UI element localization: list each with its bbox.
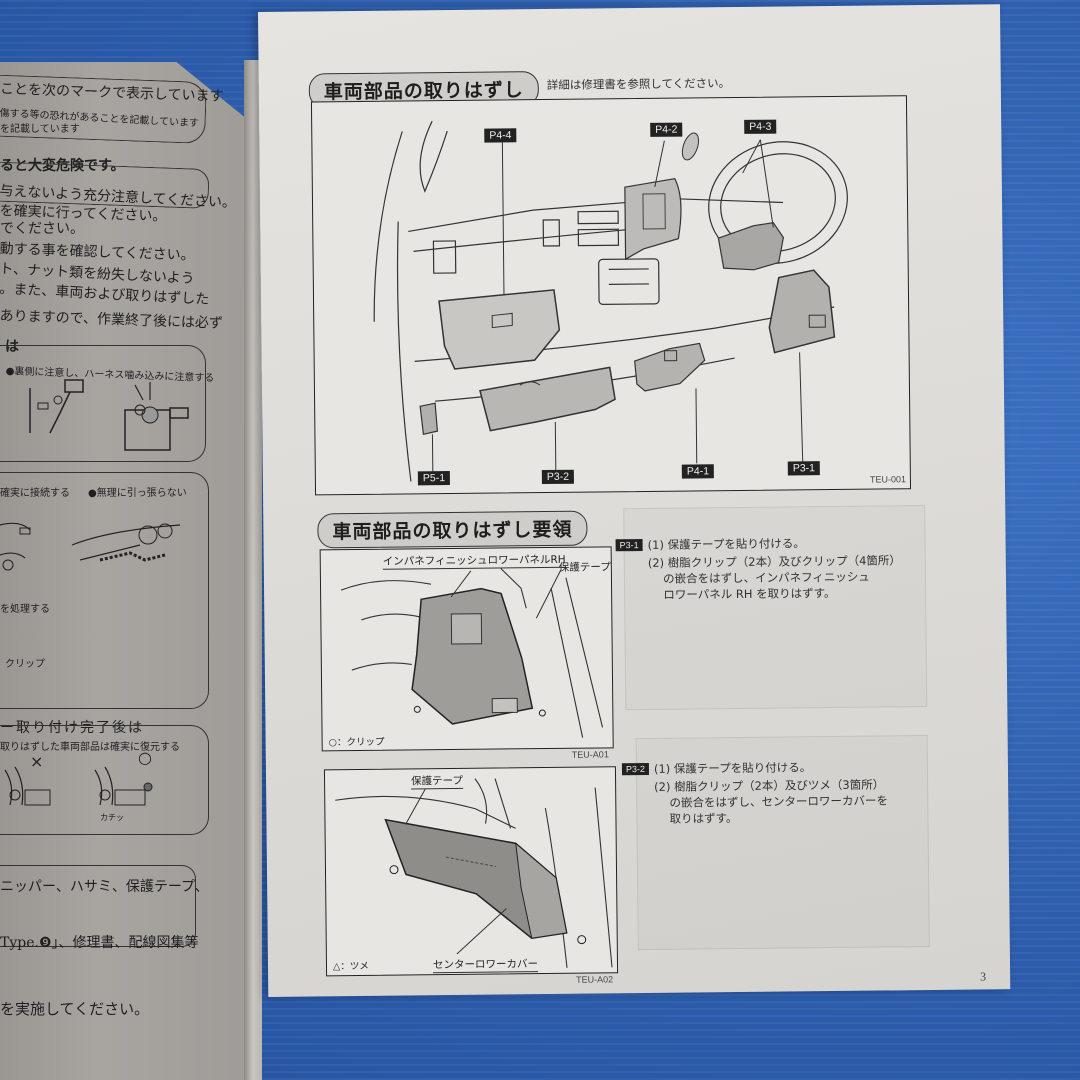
section-title-procedure: 車両部品の取りはずし要領 bbox=[317, 510, 588, 549]
correct-mark: ○ bbox=[138, 748, 152, 767]
click-sound-label: カチッ bbox=[100, 813, 124, 822]
lower-panel-rh-diagram bbox=[340, 568, 604, 738]
tag-p3-1: P3-1 bbox=[787, 461, 821, 476]
claw-legend: △：ツメ bbox=[332, 960, 369, 973]
tools-box bbox=[0, 865, 196, 947]
completion-item-1: 取りはずした車両部品は確実に復元する bbox=[0, 742, 180, 753]
tools-line-1: ニッパー、ハサミ、保護テープ、 bbox=[0, 879, 209, 895]
tag-p5-1: P5-1 bbox=[417, 471, 451, 486]
pull-sketch-icon bbox=[71, 523, 181, 562]
tape-label: 保護テープ bbox=[558, 561, 611, 574]
restore-good-sketch-icon bbox=[94, 766, 153, 806]
connect-item-1: 確実に接続する bbox=[0, 488, 70, 499]
danger-heading: ると大変危険です。 bbox=[0, 158, 125, 174]
connect-item-4: クリップ bbox=[5, 659, 45, 670]
part-label-center-lower-cover: センターロワーカバー bbox=[432, 956, 539, 974]
dashboard-exploded-diagram bbox=[373, 120, 848, 482]
center-lower-cover-diagram bbox=[335, 778, 613, 968]
incorrect-mark: × bbox=[30, 752, 44, 771]
connector-sketch-icon bbox=[29, 379, 84, 434]
connect-box bbox=[0, 472, 209, 709]
book-spine bbox=[244, 60, 262, 1080]
tag-p4-4: P4-4 bbox=[484, 128, 517, 143]
left-page-content: ことを次のマークで表示しています 傷する等の恐れがあることを記載しています を記… bbox=[0, 0, 250, 1080]
completion-box bbox=[0, 725, 209, 835]
tools-line-2: Type.❾」、修理書、配線図集等 bbox=[0, 935, 199, 951]
harness-sketch-icon bbox=[124, 382, 189, 451]
tag-p3-2: P3-2 bbox=[541, 469, 575, 485]
show-through-figure bbox=[623, 505, 928, 711]
figure-id-a02: TEU-A02 bbox=[576, 974, 614, 985]
figure-id: TEU-001 bbox=[869, 474, 906, 485]
clip-legend: ○：クリップ bbox=[328, 736, 385, 749]
completion-box-title: ー取り付け完了後は bbox=[0, 720, 144, 736]
caution-box bbox=[0, 345, 206, 462]
overview-figure: P4-4 P4-2 P4-3 P5-1 P3-2 P4-1 P3-1 TEU-0… bbox=[310, 95, 912, 496]
step-figure-p3-2: 保護テープ センターロワーカバー △：ツメ TEU-A02 bbox=[323, 766, 619, 985]
instruction-6: ありますので、作業終了後には必ず bbox=[0, 307, 224, 332]
connect-item-3: を処理する bbox=[0, 604, 50, 615]
restore-bad-sketch-icon bbox=[4, 766, 51, 806]
part-label-lower-panel-rh: インパネフィニッシュロワーパネルRH bbox=[382, 551, 566, 570]
tag-p4-2: P4-2 bbox=[650, 122, 683, 137]
connector-plug-sketch-icon bbox=[0, 522, 31, 571]
step-figure-p3-1: インパネフィニッシュロワーパネルRH 保護テープ ○：クリップ TEU-A01 bbox=[319, 546, 614, 760]
show-through-figure-2 bbox=[635, 735, 930, 951]
instruction-2: でください。 bbox=[0, 221, 84, 237]
caution-box-title: は bbox=[5, 339, 19, 355]
right-page: 車両部品の取りはずし 詳細は修理書を参照してください。 bbox=[258, 4, 1011, 997]
figure-id-a01: TEU-A01 bbox=[571, 749, 609, 760]
notice-line-3: を記載しています bbox=[0, 124, 80, 135]
tape-label-2: 保護テープ bbox=[410, 772, 464, 790]
connect-item-2: ●無理に引っ張らない bbox=[88, 488, 187, 499]
left-page bbox=[0, 62, 252, 1080]
page-number: 3 bbox=[980, 969, 987, 984]
tag-p4-3: P4-3 bbox=[744, 119, 777, 134]
left-footer-text: を実施してください。 bbox=[0, 1000, 150, 1018]
tag-p4-1: P4-1 bbox=[681, 464, 715, 479]
section-note: 詳細は修理書を参照してください。 bbox=[546, 76, 731, 92]
